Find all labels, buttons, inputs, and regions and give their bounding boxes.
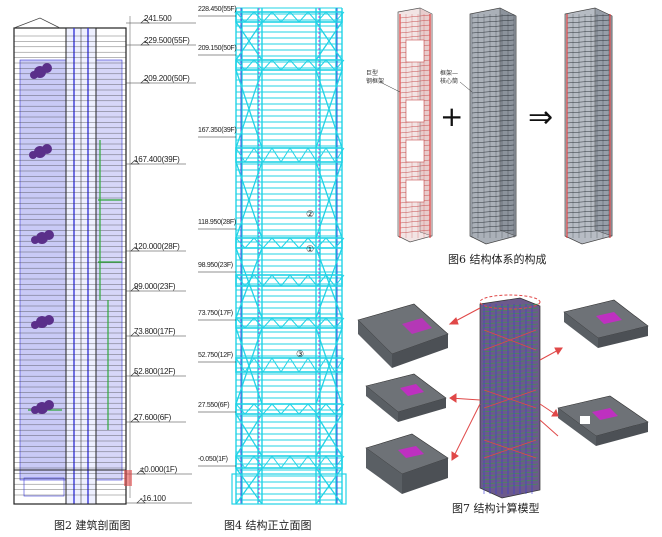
fig4-svg (198, 7, 347, 505)
fig7-svg (357, 294, 649, 499)
floor-plate-bottom-right (557, 395, 649, 446)
fig4-caption: 图4 结构正立面图 (224, 519, 312, 532)
label-mega-frame: 巨型 钢框架 (366, 70, 385, 85)
fig4-level-label: -0.050(1F) (198, 456, 228, 463)
floor-plate-top-right (563, 299, 649, 348)
floor-plate-bottom-left (365, 433, 449, 494)
fig6-system-composition: 巨型 钢框架 框架— 核心筒 + ⇒ 图6 结构体系的构成 (360, 0, 662, 275)
marker-3: ③ (296, 349, 304, 359)
fig2-level-label: 52.800(12F) (134, 367, 176, 376)
frame-core-model (469, 7, 517, 245)
combined-model (564, 7, 613, 245)
fig6-svg (379, 7, 613, 245)
arrow-icon: ⇒ (528, 100, 553, 135)
marker-2: ② (306, 209, 314, 219)
fig2-level-label: 73.800(17F) (134, 327, 176, 336)
fig6-caption: 图6 结构体系的构成 (448, 253, 547, 266)
fig2-level-label: 229.500(55F) (144, 36, 190, 45)
fig4-level-label: 27.550(6F) (198, 402, 230, 409)
fig2-level-label: 241.500 (144, 14, 172, 23)
fig2-level-label: 27.600(6F) (134, 413, 172, 422)
fig2-level-label: 120.000(28F) (134, 242, 180, 251)
fig4-level-label: 73.750(17F) (198, 310, 233, 317)
fig2-level-label: ±0.000(1F) (140, 465, 178, 474)
fig4-level-label: 52.750(12F) (198, 352, 233, 359)
fig2-section-drawing: 241.500 229.500(55F) 209.200(50F) 167.400(3… (0, 0, 200, 537)
fig4-level-label: 209.150(50F) (198, 45, 237, 52)
fig2-caption: 图2 建筑剖面图 (54, 519, 131, 532)
plus-sign: + (440, 100, 464, 133)
floor-plate-top-left (357, 303, 449, 368)
central-tower-model (479, 294, 541, 499)
fig2-level-label: 167.400(39F) (134, 155, 180, 164)
fig2-svg (13, 16, 196, 505)
fig2-level-label: -16.100 (140, 494, 166, 503)
fig2-level-label: 209.200(50F) (144, 74, 190, 83)
fig2-level-label: 99.000(23F) (134, 282, 176, 291)
fig4-level-label: 228.450(55F) (198, 6, 237, 13)
fig7-caption: 图7 结构计算模型 (452, 502, 540, 515)
label-frame-core: 框架— 核心筒 (440, 70, 459, 85)
fig7-computation-model: 图7 结构计算模型 (352, 290, 662, 537)
fig4-elevation-drawing: 228.450(55F) 209.150(50F) 167.350(39F) 118.… (196, 0, 356, 537)
fig4-level-label: 98.950(23F) (198, 262, 233, 269)
marker-1: ① (306, 244, 314, 254)
floor-plate-mid-left (365, 373, 447, 422)
mega-frame-model (397, 7, 433, 243)
fig4-level-label: 167.350(39F) (198, 127, 237, 134)
fig4-level-label: 118.950(28F) (198, 219, 236, 226)
